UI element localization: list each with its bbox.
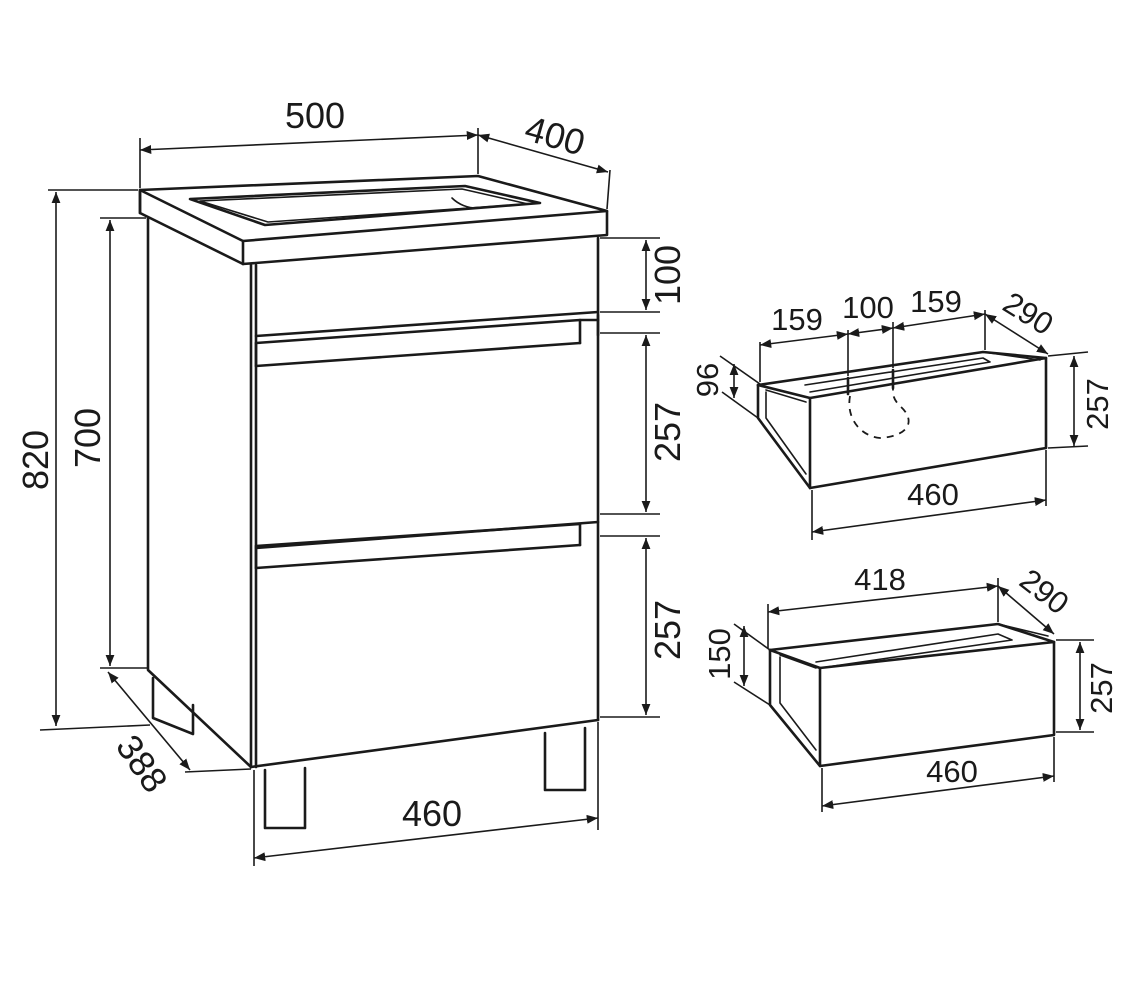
dim-body-height: 700 bbox=[67, 408, 108, 468]
drawer-front-2 bbox=[254, 522, 582, 570]
drawer-lower-drawing: 418 290 150 257 460 bbox=[702, 562, 1119, 812]
dim-upper-right: 159 bbox=[910, 284, 962, 319]
dim-top-width: 500 bbox=[285, 95, 345, 136]
drawer-upper-box bbox=[756, 350, 1048, 490]
dim-lower-inner-height: 150 bbox=[702, 628, 737, 680]
dim-lower-front-width: 460 bbox=[926, 754, 978, 789]
dim-total-height: 820 bbox=[15, 430, 56, 490]
dim-top-depth: 400 bbox=[521, 108, 590, 164]
cabinet-legs bbox=[151, 676, 587, 830]
dim-upper-front-height: 257 bbox=[1080, 378, 1115, 430]
dim-upper-left: 159 bbox=[771, 302, 823, 337]
drawer-upper-drawing: 159 100 159 290 96 257 460 bbox=[690, 284, 1115, 540]
drawer-lower-dimension-lines bbox=[733, 578, 1094, 812]
dim-lower-depth: 290 bbox=[1013, 562, 1075, 621]
dim-upper-depth: 290 bbox=[997, 285, 1059, 342]
cabinet-drawing: 500 400 820 700 100 257 257 388 460 bbox=[15, 95, 688, 866]
drawer-front-1 bbox=[254, 318, 600, 550]
dim-side-depth: 388 bbox=[108, 727, 176, 800]
cabinet-body bbox=[146, 216, 600, 769]
dim-lower-front-height: 257 bbox=[1084, 662, 1119, 714]
dim-upper-middle: 100 bbox=[842, 290, 894, 325]
dim-lower-inner-width: 418 bbox=[854, 562, 906, 597]
cabinet-dimension-lines bbox=[39, 128, 660, 866]
dim-drawer2-height: 257 bbox=[647, 600, 688, 660]
dim-top-section: 100 bbox=[647, 245, 688, 305]
dim-upper-front-width: 460 bbox=[907, 477, 959, 512]
dim-base-width: 460 bbox=[402, 793, 462, 834]
dim-drawer1-height: 257 bbox=[647, 402, 688, 462]
drawer-lower-box bbox=[768, 622, 1056, 768]
drawer-upper-dimension-lines bbox=[719, 310, 1089, 540]
dim-upper-inner-height: 96 bbox=[690, 363, 725, 397]
sink-top bbox=[138, 174, 609, 266]
